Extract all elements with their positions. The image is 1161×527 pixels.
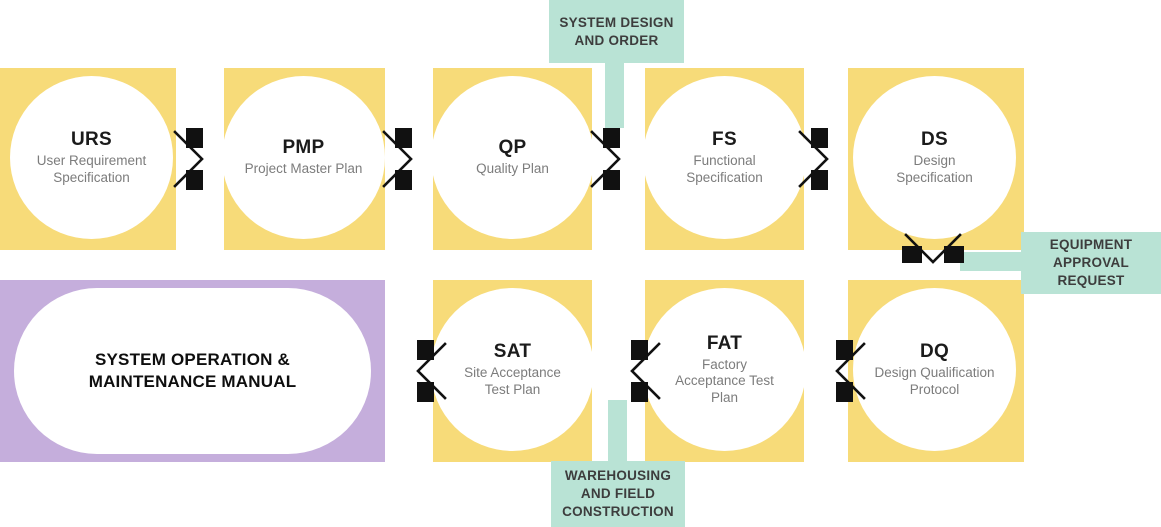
node-sat-code: SAT	[493, 340, 532, 362]
node-fs-code: FS	[712, 128, 737, 150]
node-fs-desc: Functional Specification	[686, 153, 763, 185]
node-ds[interactable]: DS Design Specification	[853, 76, 1016, 239]
callout-top-label: SYSTEM DESIGN AND ORDER	[559, 14, 674, 48]
node-sat-desc: Site Acceptance Test Plan	[464, 365, 561, 397]
callout-stem-top	[605, 60, 624, 128]
node-qp-code: QP	[498, 137, 527, 159]
node-fat-code: FAT	[706, 332, 743, 354]
node-pmp-code: PMP	[282, 137, 325, 159]
node-dq[interactable]: DQ Design Qualification Protocol	[853, 288, 1016, 451]
node-sat[interactable]: SAT Site Acceptance Test Plan	[431, 288, 594, 451]
manual-label: SYSTEM OPERATION & MAINTENANCE MANUAL	[88, 350, 297, 391]
callout-warehousing-and-field-construction[interactable]: WAREHOUSING AND FIELD CONSTRUCTION	[551, 461, 685, 527]
node-urs-desc: User Requirement Specification	[36, 153, 147, 185]
callout-stem-bottom	[608, 400, 627, 468]
node-pmp-desc: Project Master Plan	[244, 161, 363, 177]
callout-stem-right	[960, 252, 1040, 271]
node-system-operation-manual[interactable]: SYSTEM OPERATION & MAINTENANCE MANUAL	[14, 288, 371, 454]
arrow-qp-to-fs	[589, 128, 631, 190]
node-fat-desc: Factory Acceptance Test Plan	[675, 356, 774, 405]
node-ds-desc: Design Specification	[896, 153, 973, 185]
arrow-fat-to-sat	[620, 340, 662, 402]
node-qp[interactable]: QP Quality Plan	[431, 76, 594, 239]
node-ds-code: DS	[921, 128, 948, 150]
node-qp-desc: Quality Plan	[476, 161, 549, 177]
callout-system-design-and-order[interactable]: SYSTEM DESIGN AND ORDER	[549, 0, 684, 63]
arrow-sat-to-manual	[406, 340, 448, 402]
node-fs[interactable]: FS Functional Specification	[643, 76, 806, 239]
callout-equipment-approval-request[interactable]: EQUIPMENT APPROVAL REQUEST	[1021, 232, 1161, 294]
node-urs[interactable]: URS User Requirement Specification	[10, 76, 173, 239]
node-urs-code: URS	[70, 128, 112, 150]
arrow-urs-to-pmp	[172, 128, 214, 190]
node-dq-code: DQ	[919, 340, 950, 362]
node-dq-desc: Design Qualification Protocol	[874, 365, 995, 397]
node-fat[interactable]: FAT Factory Acceptance Test Plan	[643, 288, 806, 451]
arrow-pmp-to-qp	[381, 128, 423, 190]
callout-right-label: EQUIPMENT APPROVAL REQUEST	[1049, 237, 1133, 288]
arrow-dq-to-fat	[825, 340, 867, 402]
arrow-fs-to-ds	[797, 128, 839, 190]
arrow-ds-to-dq	[902, 232, 964, 274]
callout-bottom-label: WAREHOUSING AND FIELD CONSTRUCTION	[562, 468, 674, 519]
node-pmp[interactable]: PMP Project Master Plan	[222, 76, 385, 239]
